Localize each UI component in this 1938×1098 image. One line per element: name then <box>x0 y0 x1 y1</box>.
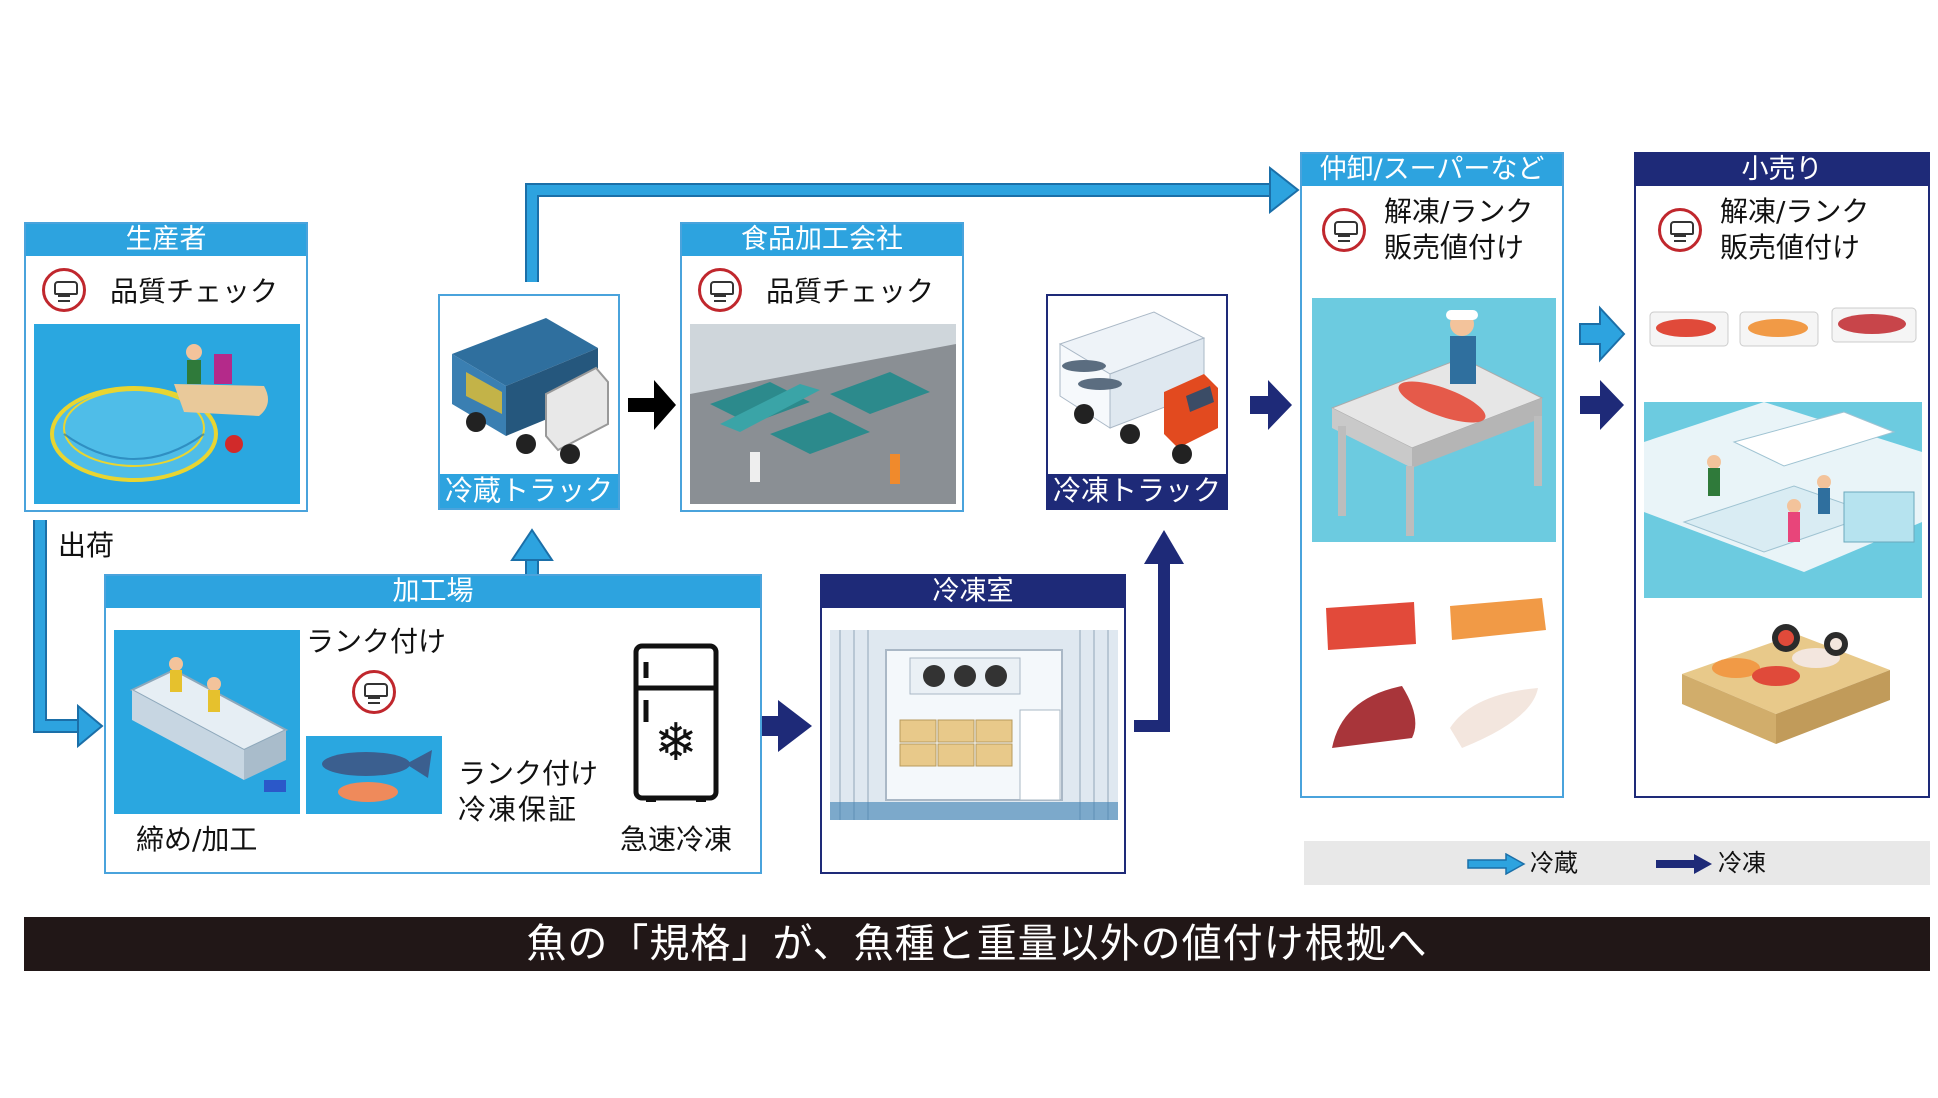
frozen-arrow-to-truck <box>1134 560 1170 732</box>
chilled-truck-label: 冷蔵トラック <box>440 474 618 508</box>
wholesale-box: 仲卸/スーパーなど 解凍/ランク 販売値付け <box>1300 152 1564 798</box>
retail-line2: 販売値付け <box>1720 231 1861 264</box>
rank-label: ランク付け <box>306 625 447 658</box>
processing-line-illustration <box>114 630 300 814</box>
frozen-arrow-to-retail <box>1580 380 1624 430</box>
rank-freeze-line2: 冷凍保証 <box>458 793 579 826</box>
chilled-truck-illustration <box>452 318 609 464</box>
fish-farm-illustration <box>34 324 300 504</box>
wholesale-line2: 販売値付け <box>1384 231 1525 264</box>
ship-label: 出荷 <box>58 529 115 562</box>
producer-box: 生産者 品質チェック <box>24 222 308 512</box>
producer-check-label: 品質チェック <box>110 275 279 308</box>
freezer-icon: ❄ <box>633 643 719 802</box>
legend-frozen-label: 冷凍 <box>1718 849 1766 877</box>
rank-check-icon <box>352 670 396 714</box>
processing-plant-header: 加工場 <box>106 576 760 608</box>
legend: 冷蔵 冷凍 <box>1304 841 1930 885</box>
frozen-truck-box: 冷凍トラック <box>1046 294 1228 510</box>
frozen-truck-illustration <box>1058 311 1218 464</box>
quality-check-icon <box>1322 208 1366 252</box>
chilled-arrowhead-ship <box>77 703 104 749</box>
food-company-check-label: 品質チェック <box>766 275 935 308</box>
cold-storage-illustration <box>830 630 1118 820</box>
factory-illustration <box>690 324 956 504</box>
quick-freeze-label: 急速冷凍 <box>620 823 733 856</box>
frozen-truck-label: 冷凍トラック <box>1048 474 1226 508</box>
retail-box: 小売り 解凍/ランク 販売値付け <box>1634 152 1930 798</box>
frozen-arrow-to-wholesale <box>1250 380 1292 430</box>
food-company-header: 食品加工会社 <box>682 224 962 256</box>
processing-plant-box: 加工場 ランク付け 締め/加工 ランク付け 冷凍保証 ❄ 急速冷凍 <box>104 574 762 874</box>
retail-line1: 解凍/ランク <box>1720 195 1870 228</box>
legend-chilled-label: 冷蔵 <box>1530 849 1578 877</box>
legend-chilled-arrow <box>1467 853 1526 875</box>
legend-frozen-arrow <box>1656 854 1712 874</box>
chilled-arrow-to-retail <box>1579 305 1626 363</box>
packaged-fish-illustration <box>1649 307 1917 347</box>
process-label: 締め/加工 <box>136 823 258 856</box>
fish-illustration <box>306 736 442 814</box>
freezer-room-header: 冷凍室 <box>822 576 1124 608</box>
freezer-room-box: 冷凍室 <box>820 574 1126 874</box>
bottom-banner: 魚の「規格」が、魚種と重量以外の値付け根拠へ <box>24 917 1930 971</box>
chilled-truck-box: 冷蔵トラック <box>438 294 620 510</box>
producer-header: 生産者 <box>26 224 306 256</box>
frozen-arrow-to-freezer-room <box>738 700 812 752</box>
supermarket-illustration <box>1644 402 1922 598</box>
quality-check-icon <box>698 268 742 312</box>
svg-text:❄: ❄ <box>654 713 698 773</box>
quality-check-icon <box>42 268 86 312</box>
sushi-illustration <box>1682 624 1890 744</box>
retail-header: 小売り <box>1636 154 1928 186</box>
black-arrow-to-food-company <box>628 380 676 430</box>
quality-check-icon <box>1658 208 1702 252</box>
rank-freeze-line1: ランク付け <box>458 757 599 790</box>
wholesale-header: 仲卸/スーパーなど <box>1302 154 1562 186</box>
food-company-box: 食品加工会社 品質チェック <box>680 222 964 512</box>
fish-fillets-illustration <box>1326 598 1546 748</box>
wholesale-line1: 解凍/ランク <box>1384 195 1534 228</box>
fish-butcher-illustration <box>1312 298 1556 542</box>
